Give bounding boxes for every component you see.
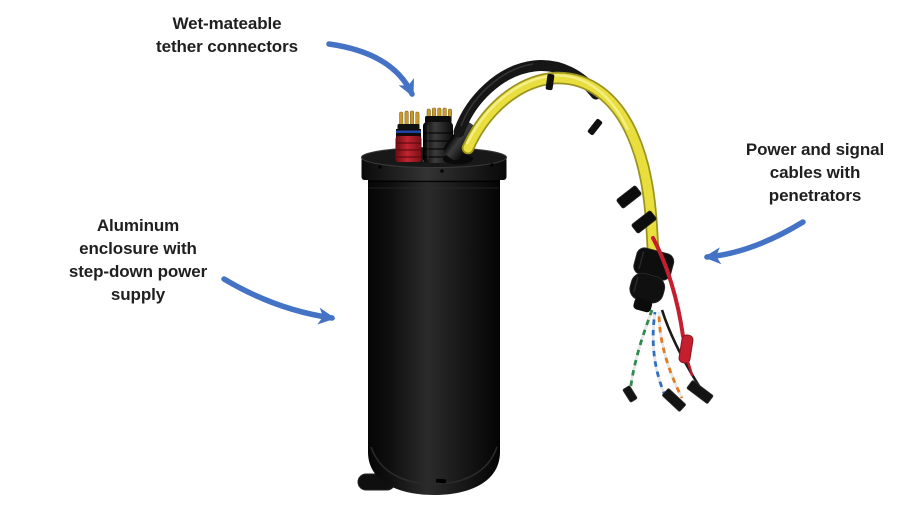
cable-clips	[616, 185, 657, 234]
cap-screws	[378, 163, 494, 173]
red-wire-tip	[686, 360, 694, 377]
rim-notch	[435, 478, 447, 484]
red-power-wire	[651, 236, 694, 377]
label-power-signal-cables: Power and signal cables with penetrators	[722, 138, 900, 207]
label-line: penetrators	[768, 186, 862, 205]
callout-arrow-tether-connectors	[326, 41, 415, 98]
label-line: Power and signal	[745, 140, 885, 159]
penetrator	[629, 247, 675, 313]
connector-body-red	[395, 136, 422, 162]
label-line: Wet-mateable	[172, 14, 282, 33]
enclosure-body	[368, 176, 500, 495]
callout-arrows	[221, 41, 806, 325]
label-line: step-down power	[68, 262, 208, 281]
green-pair	[628, 309, 654, 393]
connector-pins	[399, 110, 420, 128]
callout-arrow-cables	[703, 219, 806, 265]
red-tether-connector	[395, 110, 422, 162]
label-line: tether connectors	[156, 37, 298, 56]
yellow-cable-highlight	[465, 74, 630, 145]
label-aluminum-enclosure: Aluminum enclosure with step-down power …	[33, 214, 243, 306]
black-wire	[660, 309, 701, 387]
label-line: Aluminum	[96, 216, 180, 235]
label-line: supply	[110, 285, 166, 304]
bottom-rim	[370, 446, 498, 485]
black-cable-highlight	[460, 63, 534, 127]
callout-arrow-enclosure	[221, 276, 336, 325]
cable-ties	[545, 73, 603, 136]
connector-collar	[396, 129, 421, 137]
wire-connectors	[622, 380, 714, 412]
label-line: enclosure with	[79, 239, 197, 258]
red-terminal-boot	[678, 334, 694, 364]
label-line: cables with	[769, 163, 861, 182]
yellow-tether-cable	[461, 71, 660, 257]
collar-stripe	[396, 130, 421, 133]
label-tether-connectors: Wet-mateable tether connectors	[121, 12, 333, 58]
enclosure	[357, 147, 507, 495]
connector-ribs	[396, 142, 421, 158]
orange-pair	[657, 311, 684, 399]
signal-wires	[628, 309, 701, 399]
blue-pair	[651, 311, 668, 399]
